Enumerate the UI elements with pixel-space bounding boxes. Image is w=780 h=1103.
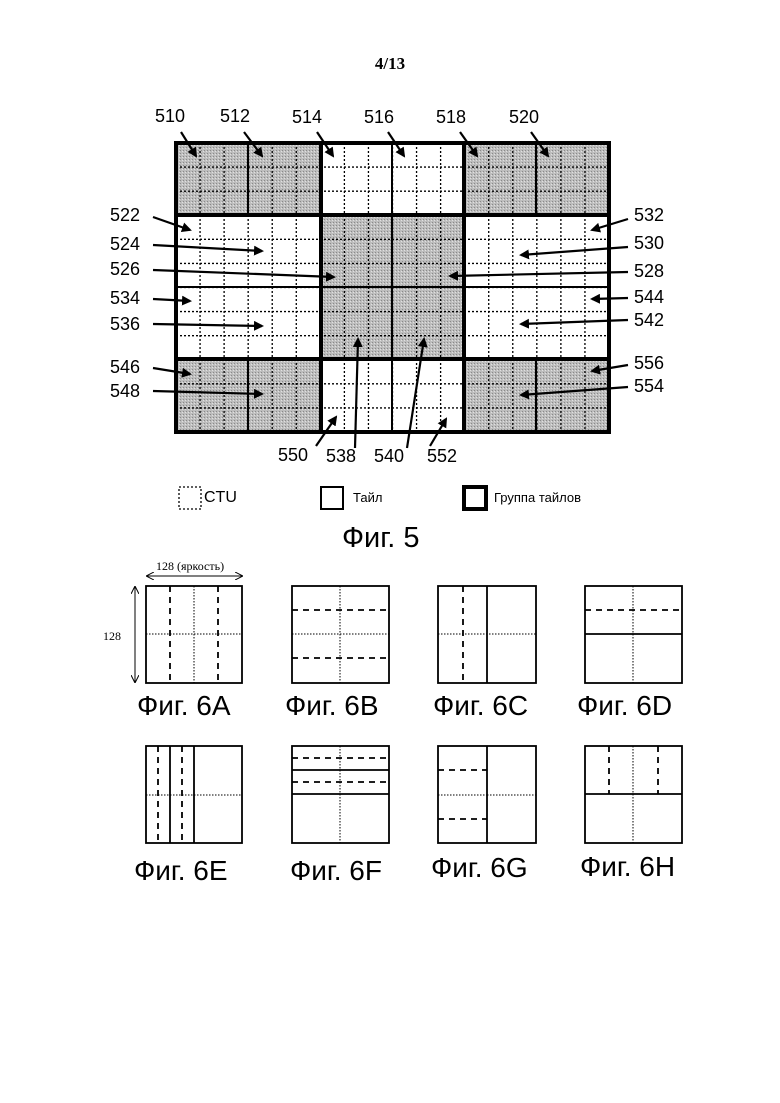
fig6a-caption: Фиг. 6A: [137, 690, 231, 721]
dim-height-label: 128: [103, 629, 121, 643]
fig-6d: Фиг. 6D: [577, 586, 682, 721]
legend-ctu-label: CTU: [204, 489, 237, 506]
page-number: 4/13: [0, 54, 780, 74]
label-522: 522: [110, 205, 140, 225]
fig-6f: Фиг. 6F: [290, 746, 389, 886]
label-512: 512: [220, 106, 250, 126]
figure-5: 510 512 514 516 518 520 522 524 526 534 …: [0, 95, 780, 555]
legend-tile-group-label: Группа тайлов: [494, 490, 581, 505]
fig6g-caption: Фиг. 6G: [431, 852, 528, 883]
dimension-annotations: 128 (яркость) 128: [103, 559, 242, 682]
legend-ctu-swatch: [179, 487, 201, 509]
arrow-536: [153, 324, 262, 326]
fig6h-caption: Фиг. 6H: [580, 851, 675, 882]
fig-6e: Фиг. 6E: [134, 746, 242, 886]
label-556: 556: [634, 353, 664, 373]
label-534: 534: [110, 288, 140, 308]
fig-6g: Фиг. 6G: [431, 746, 536, 883]
label-546: 546: [110, 357, 140, 377]
arrow-544: [592, 298, 628, 299]
fig6c-caption: Фиг. 6C: [433, 690, 528, 721]
label-524: 524: [110, 234, 140, 254]
label-542: 542: [634, 310, 664, 330]
legend: CTU Тайл Группа тайлов: [179, 487, 581, 509]
label-544: 544: [634, 287, 664, 307]
label-520: 520: [509, 107, 539, 127]
fig-6h: Фиг. 6H: [580, 746, 682, 882]
label-526: 526: [110, 259, 140, 279]
label-540: 540: [374, 446, 404, 466]
label-532: 532: [634, 205, 664, 225]
fig-6b: Фиг. 6B: [285, 586, 389, 721]
legend-tile-group-swatch: [464, 487, 486, 509]
label-530: 530: [634, 233, 664, 253]
fig6e-caption: Фиг. 6E: [134, 855, 228, 886]
fig-6c: Фиг. 6C: [433, 586, 536, 721]
legend-tile-swatch: [321, 487, 343, 509]
label-548: 548: [110, 381, 140, 401]
label-514: 514: [292, 107, 322, 127]
fig-6a: Фиг. 6A: [137, 586, 242, 721]
label-550: 550: [278, 445, 308, 465]
figure-6: 128 (яркость) 128 Фиг. 6A Фиг. 6B Фиг. 6…: [0, 550, 780, 890]
dim-width-label: 128 (яркость): [156, 559, 224, 573]
label-528: 528: [634, 261, 664, 281]
arrow-522: [153, 217, 190, 230]
label-518: 518: [436, 107, 466, 127]
label-554: 554: [634, 376, 664, 396]
fig6f-caption: Фиг. 6F: [290, 855, 382, 886]
label-552: 552: [427, 446, 457, 466]
label-516: 516: [364, 107, 394, 127]
arrow-534: [153, 299, 190, 301]
fig6d-caption: Фиг. 6D: [577, 690, 672, 721]
legend-tile-label: Тайл: [353, 490, 382, 505]
label-536: 536: [110, 314, 140, 334]
label-538: 538: [326, 446, 356, 466]
label-510: 510: [155, 106, 185, 126]
arrow-528: [450, 272, 628, 276]
fig6b-caption: Фиг. 6B: [285, 690, 379, 721]
arrow-524: [153, 245, 262, 251]
arrow-526: [153, 270, 334, 277]
